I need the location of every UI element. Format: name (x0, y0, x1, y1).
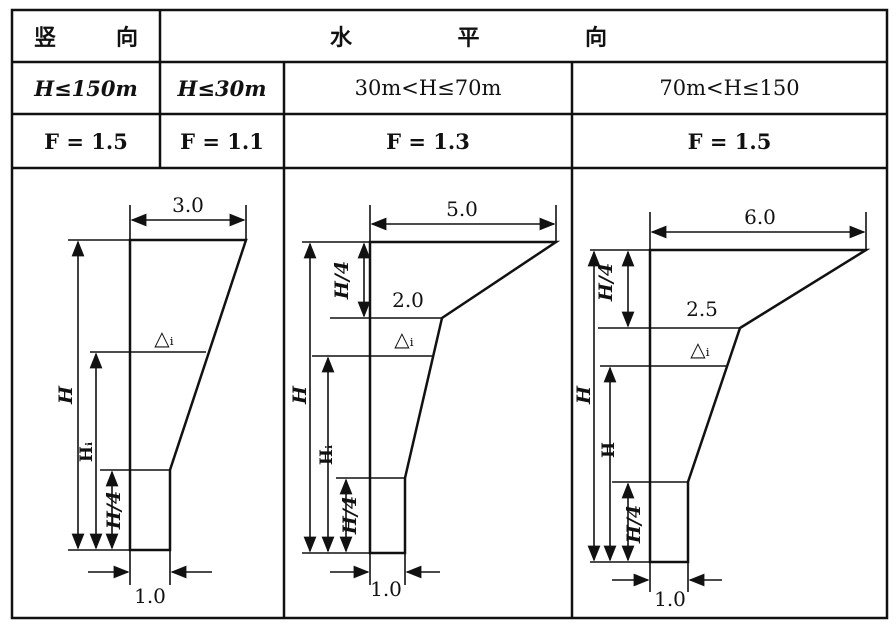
vertical-height-range: H≤150m (34, 75, 138, 101)
h2-height-range: 30m<H≤70m (354, 76, 502, 100)
h3-height-range: 70m<H≤150 (659, 76, 800, 100)
diagram-2-delta-label: △ᵢ (394, 327, 413, 351)
diagram-1-bottom-width: 1.0 (134, 584, 166, 608)
diagram-3-top-width: 6.0 (744, 205, 776, 229)
diagram-3-bottom-width: 1.0 (654, 587, 686, 611)
diagram-1-quarter-label: H/4 (103, 491, 125, 530)
horizontal-header-char-1: 水 (330, 26, 353, 51)
diagram-2-bottom-width: 1.0 (370, 577, 402, 601)
diagram-1-hi-label: Hᵢ (77, 442, 97, 462)
diagram-3-mid-width: 2.5 (686, 297, 718, 321)
diagram-2-quarter-bottom-label: H/4 (339, 496, 361, 535)
vertical-header-char-1: 竖 (34, 26, 57, 51)
diagram-3-delta-label: △ᵢ (690, 337, 709, 361)
diagram-3-hi-label: H (599, 442, 619, 458)
h1-height-range: H≤30m (177, 75, 267, 101)
diagram-2-quarter-top-label: H/4 (331, 261, 353, 300)
diagram-1 (68, 205, 248, 585)
h1-factor: F = 1.1 (180, 128, 264, 154)
diagram-2-height-label: H (289, 385, 311, 405)
h3-factor: F = 1.5 (687, 128, 772, 154)
horizontal-header-char-3: 向 (584, 26, 607, 51)
diagram-3-height-label: H (573, 385, 595, 405)
h2-factor: F = 1.3 (386, 128, 470, 154)
diagram-1-height-label: H (55, 385, 77, 405)
diagram-1-profile (128, 238, 248, 552)
diagram-3-profile (648, 248, 871, 564)
diagram-2-top-width: 5.0 (446, 197, 478, 221)
vertical-header: 竖 向 (12, 10, 160, 62)
diagram-2 (302, 205, 561, 585)
horizontal-header-char-2: 平 (457, 26, 480, 51)
vertical-header-char-2: 向 (115, 26, 138, 51)
diagram-2-hi-label: Hᵢ (317, 445, 337, 465)
diagram-1-top-width: 3.0 (172, 193, 204, 217)
diagram-1-delta-label: △ᵢ (154, 326, 173, 350)
diagram-3-quarter-bottom-label: H/4 (623, 505, 645, 544)
table-border (10, 8, 889, 620)
diagram-2-mid-width: 2.0 (392, 288, 424, 312)
diagram-3 (587, 212, 871, 592)
diagram-3-quarter-top-label: H/4 (595, 263, 617, 302)
horizontal-header: 水 平 向 (160, 10, 887, 62)
vertical-factor: F = 1.5 (44, 128, 128, 154)
